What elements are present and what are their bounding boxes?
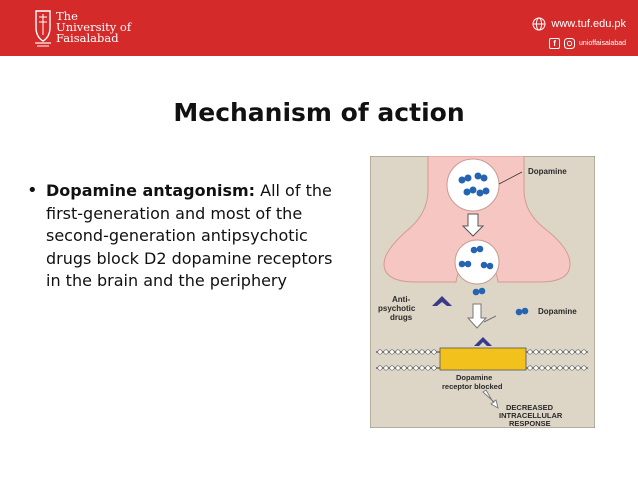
website-row: www.tuf.edu.pk <box>532 17 626 31</box>
header-band: The University of Faisalabad www.tuf.edu… <box>0 0 638 56</box>
antipsychotic-bound-to-receptor <box>474 337 492 346</box>
label-antipsychotic-line2: psychotic <box>378 304 416 313</box>
instagram-icon[interactable] <box>564 38 576 49</box>
label-response-line3: RESPONSE <box>509 419 551 428</box>
label-response-line2: INTRACELLULAR <box>499 411 563 420</box>
label-dopamine-top: Dopamine <box>528 167 567 176</box>
membrane-lipid-heads <box>377 349 587 371</box>
dopamine-molecules-vesicle-fusing <box>458 245 494 270</box>
university-name-line2: University of <box>56 20 132 34</box>
bullet-bold-term: Dopamine antagonism: <box>46 181 256 200</box>
block-cross-line <box>483 315 497 323</box>
university-name: The University of Faisalabad <box>56 9 132 45</box>
label-antipsychotic-line1: Anti- <box>392 295 411 304</box>
antipsychotic-drug-molecule <box>432 296 452 306</box>
label-dopamine-right: Dopamine <box>538 307 577 316</box>
university-crest-logo <box>35 10 51 47</box>
bullet-marker: • <box>27 180 38 201</box>
bullet-list: • Dopamine antagonism: All of the first-… <box>27 180 347 293</box>
university-name-line1: The <box>56 9 78 23</box>
label-antipsychotic-line3: drugs <box>390 313 413 322</box>
bullet-item: Dopamine antagonism: All of the first-ge… <box>46 180 347 293</box>
dopamine-pointer-line <box>498 171 523 185</box>
dopamine-mechanism-figure: Dopamine Dopamine Anti- psychotic drugs <box>370 156 595 428</box>
slide-title: Mechanism of action <box>173 98 465 127</box>
dopamine-receptor <box>439 347 527 371</box>
bullet-body: All of the first-generation and most of … <box>46 181 333 290</box>
dopamine-molecules-vesicle-top <box>458 172 490 197</box>
synaptic-vesicle-fusing <box>454 239 500 285</box>
website-link[interactable]: www.tuf.edu.pk <box>551 18 626 30</box>
facebook-icon[interactable]: f <box>549 38 561 49</box>
social-row: f unioffaisalabad <box>549 38 626 49</box>
label-response-line1: DECREASED <box>506 403 554 412</box>
university-name-line3: Faisalabad <box>56 31 119 45</box>
release-arrow <box>461 213 485 237</box>
globe-icon <box>532 17 546 31</box>
dopamine-molecules-released <box>472 287 529 316</box>
synaptic-vesicle-top <box>446 158 500 212</box>
social-handle[interactable]: unioffaisalabad <box>579 40 626 47</box>
response-arrow <box>482 389 499 409</box>
label-receptor-blocked-line1: Dopamine <box>456 373 492 382</box>
blocked-release-arrow <box>466 303 488 329</box>
label-receptor-blocked-line2: receptor blocked <box>442 382 503 391</box>
